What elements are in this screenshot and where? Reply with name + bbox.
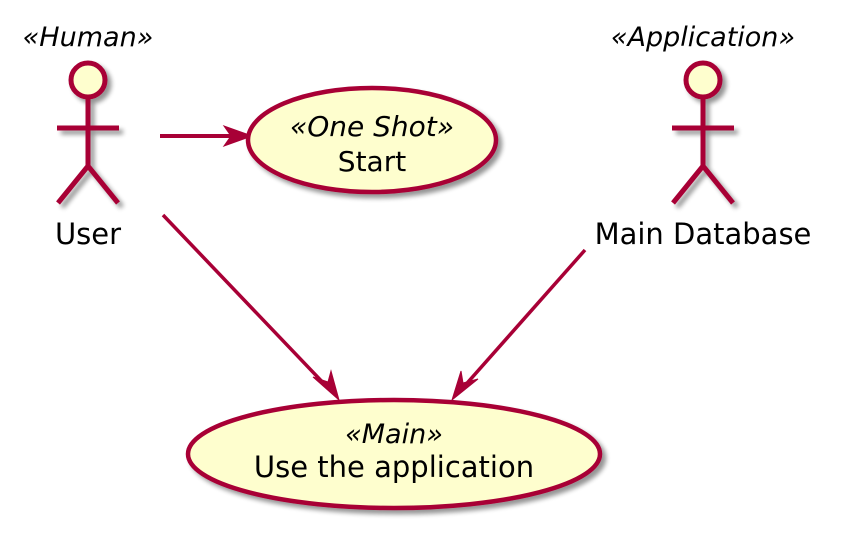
- actor-leg-right-line: [86, 164, 120, 205]
- usecase-ellipse: [245, 85, 499, 195]
- actor-main-database-stereotype: «Application»: [611, 22, 795, 53]
- actor-main-database-figure: [671, 60, 735, 205]
- usecase-main-label: Use the application: [254, 450, 534, 484]
- arrow-line: [459, 248, 587, 392]
- actor-leg-left-line: [671, 164, 705, 205]
- actor-user[interactable]: «Human» User: [23, 22, 154, 251]
- actor-main-database[interactable]: «Application» Main Database: [595, 22, 812, 251]
- arrowhead-icon: [451, 370, 479, 402]
- actor-leg-left-line: [56, 164, 90, 205]
- arrow-database-to-main[interactable]: [451, 248, 587, 402]
- actor-user-stereotype: «Human»: [23, 22, 154, 53]
- actor-main-database-label: Main Database: [595, 217, 812, 251]
- actor-head-icon: [68, 60, 108, 100]
- usecase-one-shot-stereotype: «One Shot»: [290, 110, 454, 143]
- usecase-main-use-the-application[interactable]: «Main» Use the application: [185, 397, 603, 511]
- actor-leg-right-line: [701, 164, 735, 205]
- usecase-one-shot-label: Start: [338, 145, 406, 178]
- arrow-user-to-main[interactable]: [161, 213, 340, 402]
- usecase-ellipse: [185, 397, 603, 511]
- arrowhead-icon: [222, 125, 254, 147]
- usecase-one-shot-start[interactable]: «One Shot» Start: [245, 85, 499, 195]
- arrowhead-icon: [312, 369, 340, 402]
- arrow-user-to-start[interactable]: [160, 125, 254, 147]
- actor-head-icon: [683, 60, 723, 100]
- arrow-line: [161, 213, 332, 392]
- actor-user-label: User: [55, 217, 121, 251]
- usecase-main-stereotype: «Main»: [345, 419, 443, 450]
- actor-user-figure: [56, 60, 120, 205]
